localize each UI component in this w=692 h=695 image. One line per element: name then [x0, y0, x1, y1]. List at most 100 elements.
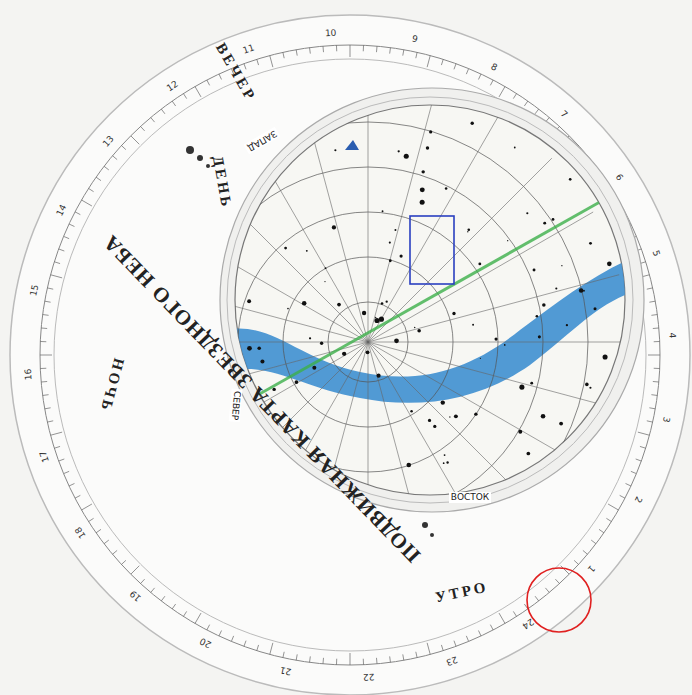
tick: [606, 518, 611, 521]
star: [536, 315, 539, 318]
tick: [59, 249, 65, 251]
star: [381, 302, 384, 305]
tick: [350, 45, 351, 57]
tick: [441, 59, 443, 65]
tick: [51, 275, 63, 278]
tick: [653, 327, 659, 329]
star: [421, 170, 424, 173]
tick: [296, 654, 297, 660]
star: [287, 308, 289, 310]
tick: [620, 495, 625, 498]
star: [474, 412, 477, 415]
tick: [599, 529, 604, 532]
tick: [82, 200, 92, 206]
tick: [183, 611, 186, 616]
rim-ticks: [40, 45, 660, 665]
highlight-box: [410, 216, 454, 284]
star: [526, 452, 530, 456]
star: [519, 385, 524, 390]
star: [420, 200, 425, 205]
tick: [545, 588, 549, 593]
tick: [219, 631, 222, 636]
star: [478, 262, 481, 265]
star: [514, 147, 516, 149]
tick: [478, 74, 481, 79]
star: [426, 146, 429, 149]
tick: [647, 288, 653, 289]
star: [569, 178, 572, 181]
tick: [454, 64, 456, 70]
tick: [43, 314, 49, 316]
tick: [490, 80, 493, 85]
tick: [75, 495, 80, 498]
tick: [257, 645, 259, 651]
star: [414, 327, 415, 328]
hour-number: 16: [24, 368, 34, 380]
star: [284, 247, 287, 250]
tick: [270, 643, 273, 655]
star: [530, 382, 533, 385]
tick: [490, 625, 493, 630]
star: [366, 350, 370, 354]
tick: [499, 613, 505, 623]
tick: [113, 156, 118, 160]
tick: [75, 212, 80, 215]
tick: [96, 529, 101, 532]
tick: [322, 46, 324, 52]
date-ring: [54, 59, 646, 651]
star: [561, 265, 562, 266]
star: [541, 414, 546, 419]
tick: [161, 109, 165, 114]
star: [247, 346, 252, 351]
tick: [207, 625, 210, 630]
star: [526, 212, 528, 214]
tick: [47, 288, 53, 289]
tick: [478, 631, 481, 636]
star: [375, 317, 376, 318]
tick: [403, 50, 404, 56]
star: [428, 419, 431, 422]
star: [406, 463, 411, 468]
tick: [161, 596, 165, 601]
tick: [591, 540, 596, 544]
tick: [195, 613, 201, 623]
star: [583, 290, 585, 292]
tick: [54, 262, 60, 264]
tick: [131, 566, 139, 574]
hour-number: 4: [667, 333, 676, 339]
star: [444, 454, 446, 456]
tick: [40, 355, 52, 356]
tick: [244, 64, 246, 70]
tick: [64, 236, 70, 238]
star: [494, 338, 497, 341]
tick: [96, 177, 101, 180]
star: [467, 231, 468, 232]
green-line: [240, 185, 630, 405]
tick: [336, 659, 337, 665]
star: [559, 422, 563, 426]
star: [302, 301, 307, 306]
star: [420, 187, 425, 192]
stars: [247, 122, 612, 468]
star: [518, 430, 522, 434]
highlight-circle: [527, 568, 591, 632]
tick: [43, 394, 49, 396]
tick: [513, 611, 516, 616]
star: [332, 225, 336, 229]
star: [309, 337, 311, 339]
tick: [654, 368, 660, 369]
tick: [309, 48, 311, 54]
tick: [583, 550, 588, 554]
tick: [151, 588, 155, 593]
star: [337, 303, 341, 307]
star: [394, 229, 396, 231]
tick: [535, 596, 539, 601]
tick: [41, 381, 47, 383]
tick: [350, 653, 351, 665]
overlay-rim: [220, 88, 644, 512]
tick: [69, 224, 74, 227]
star: [417, 329, 421, 333]
star: [445, 187, 448, 190]
tick: [427, 643, 430, 655]
